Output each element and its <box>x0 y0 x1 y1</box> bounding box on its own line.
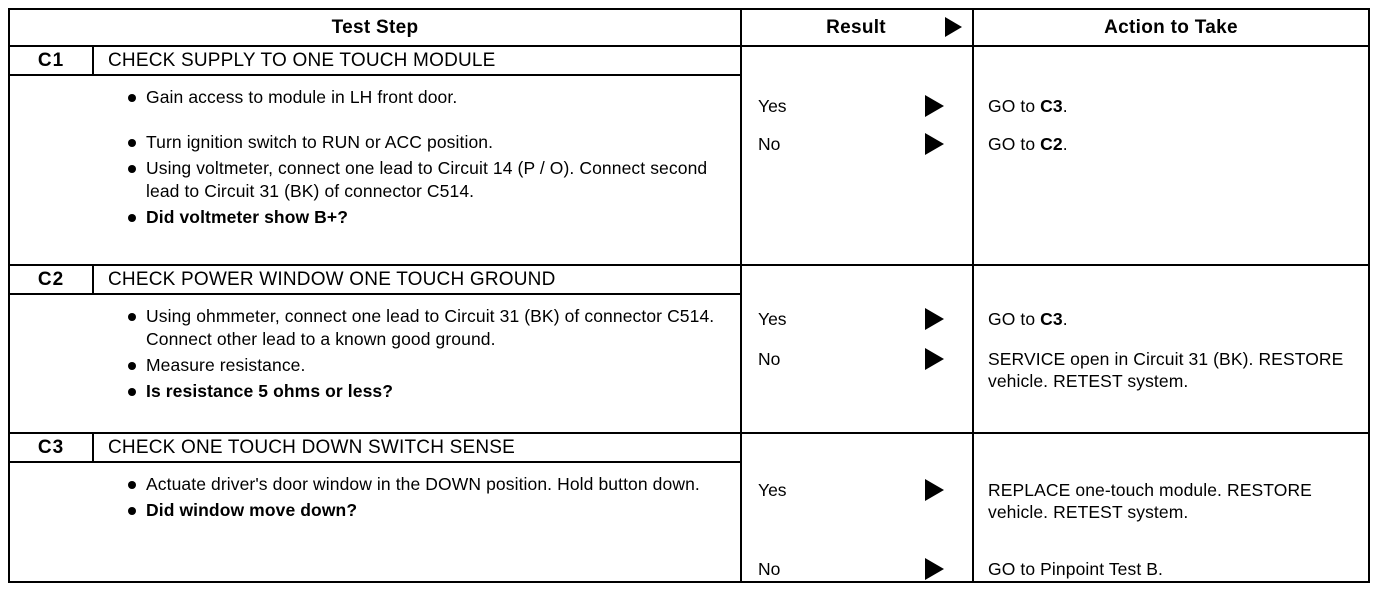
row-divider-c2 <box>10 264 1368 266</box>
result-answer-yes: Yes <box>758 480 787 500</box>
right-triangle-icon <box>945 17 962 37</box>
result-answer-no: No <box>758 559 781 579</box>
right-triangle-icon <box>925 479 944 501</box>
action-column-c3: REPLACE one-touch module. RESTORE vehicl… <box>972 432 1370 583</box>
action-column-c2: GO to C3. SERVICE open in Circuit 31 (BK… <box>972 264 1370 432</box>
step-title-c2: CHECK POWER WINDOW ONE TOUCH GROUND <box>94 264 740 295</box>
column-header-result-label: Result <box>826 17 886 38</box>
result-column-c2: Yes No <box>740 264 972 432</box>
result-answer-yes: Yes <box>758 96 787 116</box>
table-header-row: Test Step Result Action to Take <box>10 10 1368 45</box>
action-text-no: GO to C2. <box>988 134 1068 154</box>
step-title-c1: CHECK SUPPLY TO ONE TOUCH MODULE <box>94 45 740 76</box>
column-header-test-step: Test Step <box>331 17 419 38</box>
right-triangle-icon <box>925 95 944 117</box>
list-item: Using ohmmeter, connect one lead to Circ… <box>94 305 736 351</box>
result-column-c1: Yes No <box>740 45 972 264</box>
instruction-list-c3: Actuate driver's door window in the DOWN… <box>94 473 736 522</box>
column-divider-result <box>740 10 742 581</box>
list-item: Turn ignition switch to RUN or ACC posit… <box>94 131 736 154</box>
column-header-result: Result <box>740 10 972 45</box>
step-body-c2: Using ohmmeter, connect one lead to Circ… <box>94 295 736 432</box>
action-text-no: SERVICE open in Circuit 31 (BK). RESTORE… <box>988 349 1344 391</box>
action-text-no: GO to Pinpoint Test B. <box>988 559 1164 579</box>
right-triangle-icon <box>925 558 944 580</box>
row-divider-c3 <box>10 432 1368 434</box>
result-answer-yes: Yes <box>758 309 787 329</box>
action-text-yes: GO to C3. <box>988 96 1068 116</box>
test-step-c2: C2 CHECK POWER WINDOW ONE TOUCH GROUND U… <box>10 264 740 432</box>
result-answer-no: No <box>758 134 781 154</box>
result-answer-no: No <box>758 349 781 369</box>
instruction-list-c1: Gain access to module in LH front door. … <box>94 86 736 229</box>
action-column-c1: GO to C3. GO to C2. <box>972 45 1370 264</box>
step-body-c1: Gain access to module in LH front door. … <box>94 76 736 264</box>
step-code-c2: C2 <box>10 264 94 295</box>
step-code-c3: C3 <box>10 432 94 463</box>
column-header-action-to-take: Action to Take <box>1104 17 1238 38</box>
result-column-c3: Yes No <box>740 432 972 583</box>
step-title-c3: CHECK ONE TOUCH DOWN SWITCH SENSE <box>94 432 740 463</box>
test-step-c1: C1 CHECK SUPPLY TO ONE TOUCH MODULE Gain… <box>10 45 740 264</box>
row-divider-header <box>10 45 1368 47</box>
right-triangle-icon <box>925 133 944 155</box>
pinpoint-test-table: Test Step Result Action to Take C1 CHECK… <box>8 8 1370 583</box>
list-item: Did window move down? <box>94 499 736 522</box>
step-body-c3: Actuate driver's door window in the DOWN… <box>94 463 736 583</box>
list-item: Using voltmeter, connect one lead to Cir… <box>94 157 736 203</box>
instruction-list-c2: Using ohmmeter, connect one lead to Circ… <box>94 305 736 403</box>
test-step-c3: C3 CHECK ONE TOUCH DOWN SWITCH SENSE Act… <box>10 432 740 583</box>
list-item: Actuate driver's door window in the DOWN… <box>94 473 736 496</box>
list-item: Did voltmeter show B+? <box>94 206 736 229</box>
step-code-c1: C1 <box>10 45 94 76</box>
action-text-yes: GO to C3. <box>988 309 1068 329</box>
list-item: Is resistance 5 ohms or less? <box>94 380 736 403</box>
column-divider-action <box>972 10 974 581</box>
right-triangle-icon <box>925 308 944 330</box>
list-item: Gain access to module in LH front door. <box>94 86 736 109</box>
right-triangle-icon <box>925 348 944 370</box>
list-item: Measure resistance. <box>94 354 736 377</box>
action-text-yes: REPLACE one-touch module. RESTORE vehicl… <box>988 480 1312 522</box>
